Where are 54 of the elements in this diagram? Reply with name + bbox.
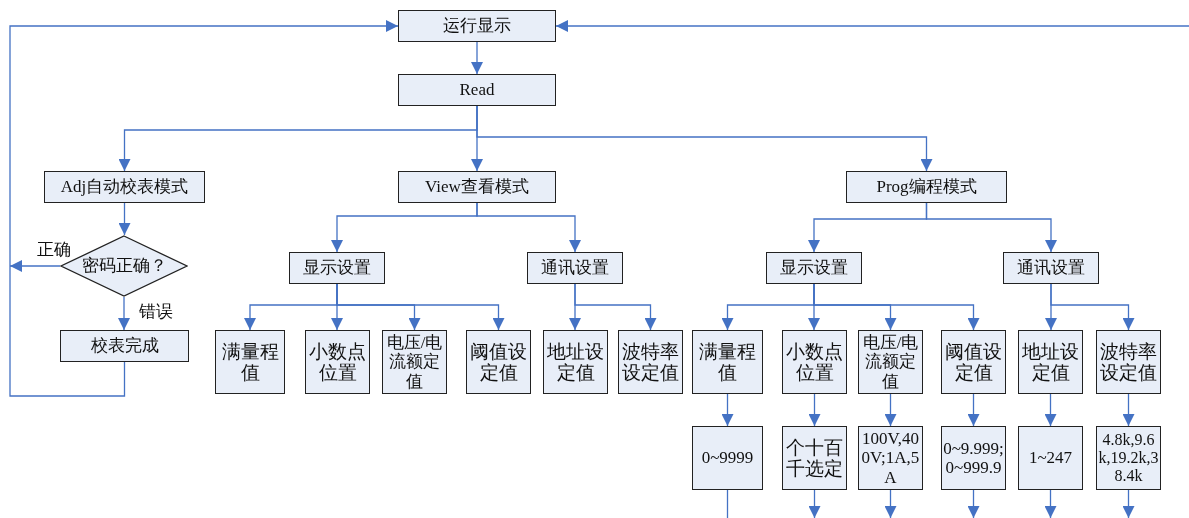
value-box: 满量程值 <box>215 330 285 394</box>
process-box: Read <box>398 74 556 106</box>
arrow <box>118 296 130 331</box>
process-box: 显示设置 <box>766 252 862 284</box>
value-box: 电压/电流额定值 <box>858 330 923 394</box>
value-box: 小数点位置 <box>782 330 847 394</box>
value-box: 波特率设定值 <box>1096 330 1161 394</box>
value-box: 0~9.999;0~999.9 <box>941 426 1006 490</box>
value-box: 1~247 <box>1018 426 1083 490</box>
arrow <box>884 393 897 427</box>
arrow <box>336 283 505 331</box>
edge-label: 正确 <box>36 240 72 259</box>
value-box: 小数点位置 <box>305 330 370 394</box>
arrow <box>884 489 897 518</box>
arrow <box>471 41 483 75</box>
value-box: 4.8k,9.6k,19.2k,38.4k <box>1096 426 1161 490</box>
arrow <box>555 20 1189 32</box>
process-box: 通讯设置 <box>527 252 623 284</box>
arrow <box>1044 489 1057 518</box>
value-box: 个十百千选定 <box>782 426 847 490</box>
value-box: 电压/电流额定值 <box>382 330 447 394</box>
arrow <box>118 202 131 236</box>
arrow <box>808 489 821 518</box>
arrow <box>721 393 734 427</box>
arrow <box>476 202 581 253</box>
value-box: 满量程值 <box>692 330 763 394</box>
process-box: 校表完成 <box>60 330 189 362</box>
process-box: 显示设置 <box>289 252 385 284</box>
value-box: 0~9999 <box>692 426 763 490</box>
arrow <box>813 283 980 331</box>
value-box: 100V,400V;1A,5A <box>858 426 923 490</box>
process-box: View查看模式 <box>398 171 556 203</box>
value-box: 地址设定值 <box>543 330 608 394</box>
arrow <box>574 283 657 331</box>
arrow <box>9 260 61 272</box>
arrow <box>808 393 821 427</box>
value-box: 阈值设定值 <box>941 330 1006 394</box>
arrow <box>1050 283 1135 331</box>
arrow <box>9 20 399 397</box>
value-box: 地址设定值 <box>1018 330 1083 394</box>
arrow <box>967 489 980 518</box>
arrow <box>1122 393 1135 427</box>
process-box: 通讯设置 <box>1003 252 1099 284</box>
value-box: 波特率设定值 <box>618 330 683 394</box>
arrow <box>967 393 980 427</box>
process-box: 运行显示 <box>398 10 556 42</box>
arrow <box>925 202 1057 253</box>
process-box: Prog编程模式 <box>846 171 1007 203</box>
arrow <box>476 105 933 172</box>
arrow <box>1044 393 1057 427</box>
value-box: 阈值设定值 <box>466 330 531 394</box>
edge-label: 错误 <box>138 302 174 321</box>
process-box: Adj自动校表模式 <box>44 171 205 203</box>
arrow <box>1122 489 1135 518</box>
